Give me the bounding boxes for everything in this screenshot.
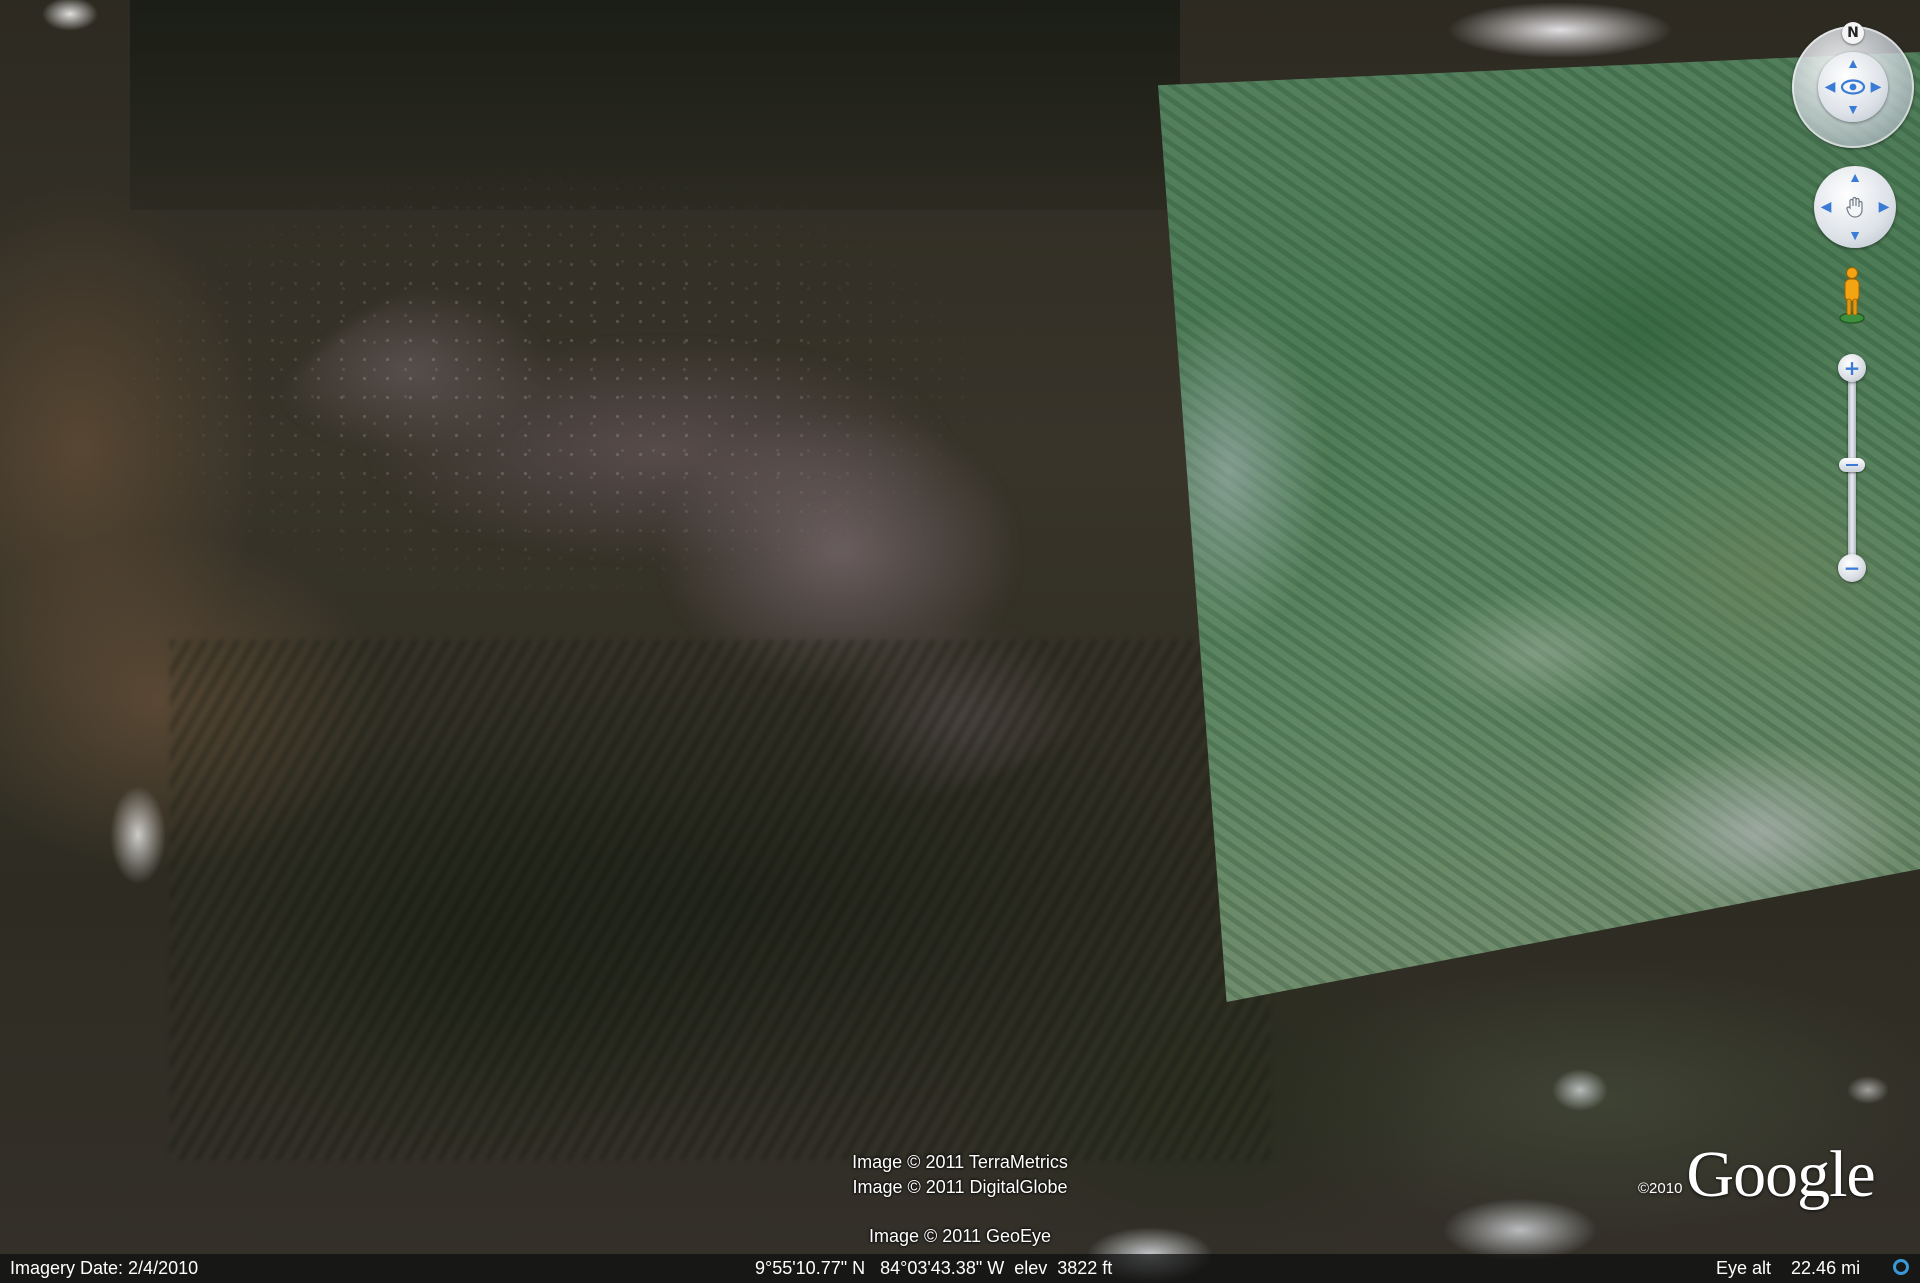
zoom-track[interactable] <box>1848 378 1856 582</box>
zoom-out-button[interactable]: − <box>1838 554 1866 582</box>
look-left-arrow-icon[interactable]: ◀ <box>1824 78 1836 94</box>
status-bar: Imagery Date: 2/4/2010 9°55'10.77" N 84°… <box>0 1254 1920 1283</box>
pointer-coordinates: 9°55'10.77" N 84°03'43.38" W elev 3822 f… <box>755 1258 1113 1278</box>
urban-speckles <box>100 160 1000 660</box>
hand-icon <box>1842 194 1868 220</box>
attribution-terrametrics: Image © 2011 TerraMetrics <box>852 1152 1068 1172</box>
imagery-attributions: Image © 2011 TerraMetrics Image © 2011 D… <box>800 1150 1120 1249</box>
logo-year: ©2010 <box>1638 1180 1683 1197</box>
move-left-arrow-icon[interactable]: ◀ <box>1820 198 1832 214</box>
navigation-controls: N ▲ ▼ ◀ ▶ ▲ ▼ ◀ ▶ <box>1788 18 1920 582</box>
streaming-progress-icon <box>1893 1259 1909 1275</box>
north-button[interactable]: N <box>1842 22 1864 44</box>
mountain-terrain <box>170 640 1270 1160</box>
move-right-arrow-icon[interactable]: ▶ <box>1878 198 1890 214</box>
logo-wordmark: Google <box>1686 1138 1875 1211</box>
google-logo: ©2010 Google <box>1638 1135 1876 1215</box>
zoom-slider-handle[interactable] <box>1839 458 1865 472</box>
zoom-in-button[interactable]: + <box>1838 354 1866 382</box>
attribution-digitalglobe: Image © 2011 DigitalGlobe <box>852 1177 1068 1197</box>
look-compass-ring[interactable]: N ▲ ▼ ◀ ▶ <box>1792 22 1914 148</box>
look-joystick[interactable]: ▲ ▼ ◀ ▶ <box>1818 52 1888 122</box>
eye-icon <box>1840 74 1866 100</box>
eye-altitude: Eye alt 22.46 mi <box>1716 1258 1861 1278</box>
pegman-icon[interactable] <box>1838 266 1866 324</box>
imagery-date: Imagery Date: 2/4/2010 <box>10 1258 199 1278</box>
look-down-arrow-icon[interactable]: ▼ <box>1846 101 1860 117</box>
move-joystick[interactable]: ▲ ▼ ◀ ▶ <box>1814 166 1896 248</box>
look-right-arrow-icon[interactable]: ▶ <box>1870 78 1882 94</box>
move-up-arrow-icon[interactable]: ▲ <box>1848 169 1862 185</box>
attribution-geoeye: Image © 2011 GeoEye <box>868 1226 1052 1246</box>
look-up-arrow-icon[interactable]: ▲ <box>1846 55 1860 71</box>
move-down-arrow-icon[interactable]: ▼ <box>1848 227 1862 243</box>
